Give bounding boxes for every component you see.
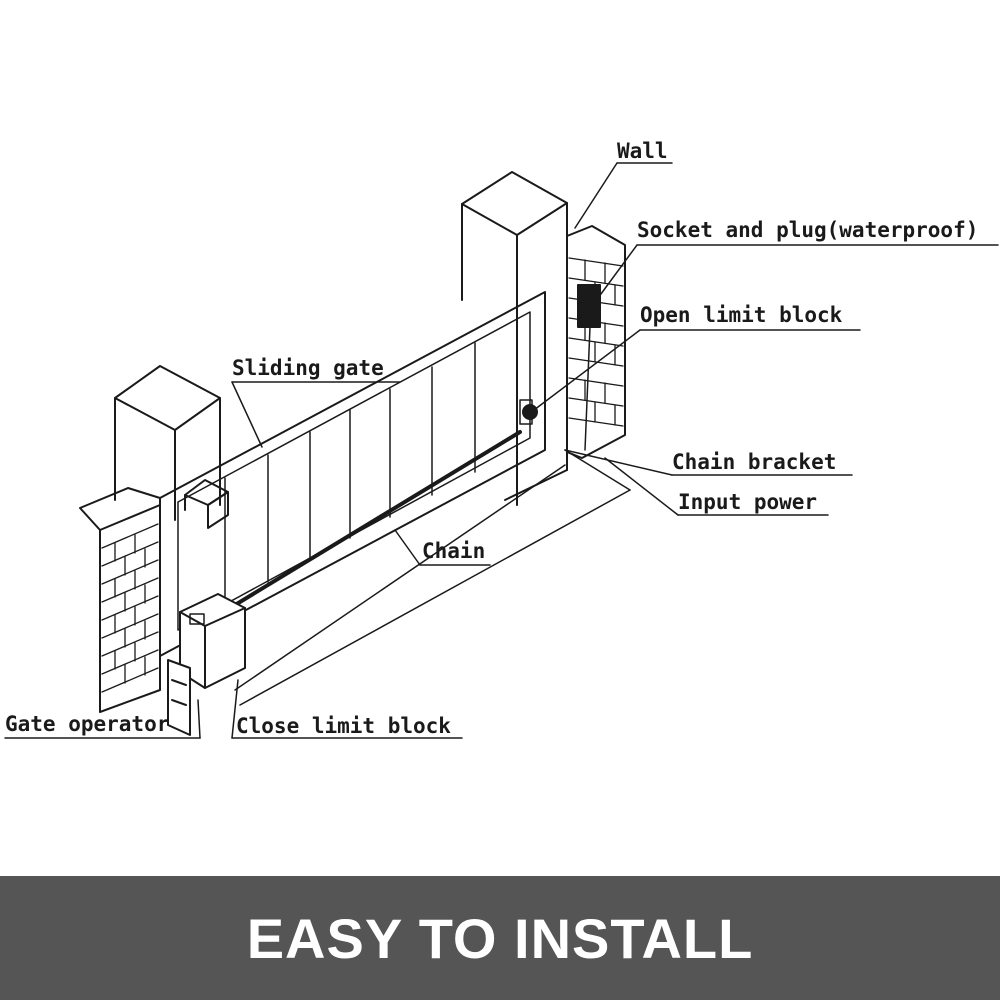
leader-lines (4, 162, 999, 739)
label-socket-and-plug: Socket and plug(waterproof) (637, 218, 978, 242)
label-chain: Chain (422, 539, 485, 563)
ground-track (234, 449, 631, 706)
banner: EASY TO INSTALL (0, 876, 1000, 1000)
open-limit-block (519, 399, 538, 425)
socket-box (577, 284, 601, 328)
gate-installation-diagram: Wall Socket and plug(waterproof) Open li… (4, 139, 999, 739)
label-open-limit-block: Open limit block (640, 303, 843, 327)
right-brick-wall (566, 225, 626, 459)
label-close-limit-block: Close limit block (236, 714, 451, 738)
label-input-power: Input power (678, 490, 817, 514)
left-pillar (114, 365, 221, 521)
gate-operator (159, 593, 246, 736)
chain (233, 430, 522, 607)
label-gate-operator: Gate operator (5, 712, 169, 736)
label-sliding-gate: Sliding gate (232, 356, 384, 380)
label-wall: Wall (617, 139, 668, 163)
sliding-gate (159, 291, 546, 657)
banner-text: EASY TO INSTALL (246, 906, 754, 970)
guide-roller (184, 479, 229, 529)
label-chain-bracket: Chain bracket (672, 450, 836, 474)
right-pillar (461, 171, 568, 506)
left-brick-wall (79, 487, 161, 713)
